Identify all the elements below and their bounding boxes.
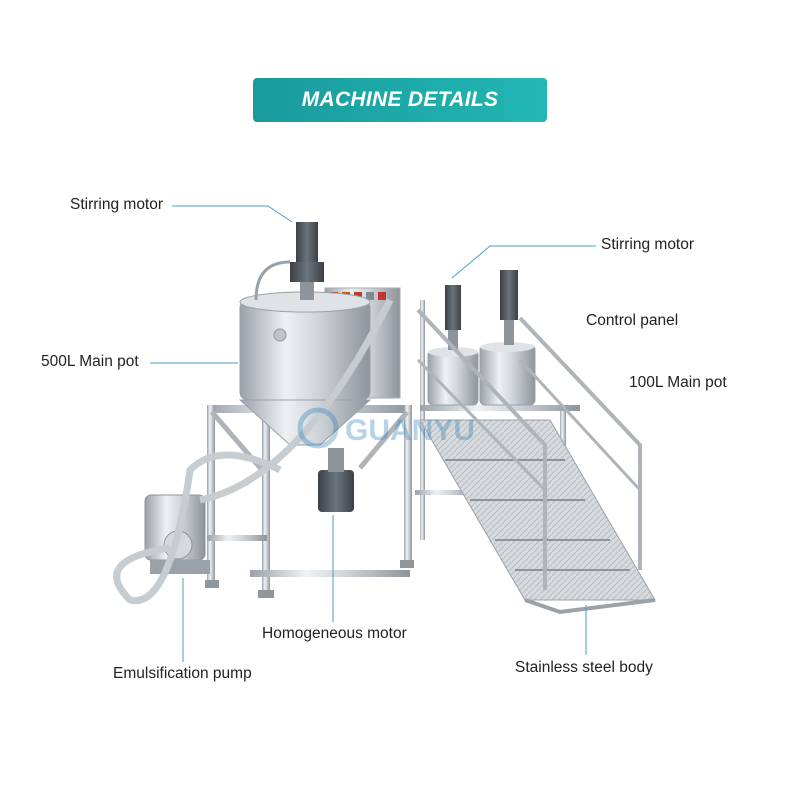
stirring-motor-500l [254, 222, 324, 301]
label-emulsification-pump: Emulsification pump [113, 665, 252, 682]
staircase [416, 308, 656, 615]
label-main-pot-100l: 100L Main pot [629, 374, 727, 391]
emulsification-pump [113, 298, 394, 605]
stirring-motor-100l-a [445, 285, 461, 350]
leader-lines [150, 205, 596, 662]
page-title: MACHINE DETAILS [301, 88, 499, 111]
label-control-panel: Control panel [586, 312, 679, 329]
stirring-motor-100l-b [500, 270, 518, 345]
watermark: GUANYU [297, 407, 475, 449]
label-homogeneous-motor: Homogeneous motor [262, 625, 407, 642]
label-stirring-motor-100l: Stirring motor [601, 236, 695, 253]
label-main-pot-500l: 500L Main pot [41, 353, 139, 370]
watermark-text: GUANYU [345, 414, 475, 447]
label-stirring-motor-500l: Stirring motor [70, 196, 164, 213]
main-pot-100l-b [479, 342, 536, 406]
label-stainless-steel-body: Stainless steel body [515, 659, 653, 676]
homogeneous-motor [318, 448, 354, 512]
title-banner: MACHINE DETAILS [253, 78, 547, 122]
